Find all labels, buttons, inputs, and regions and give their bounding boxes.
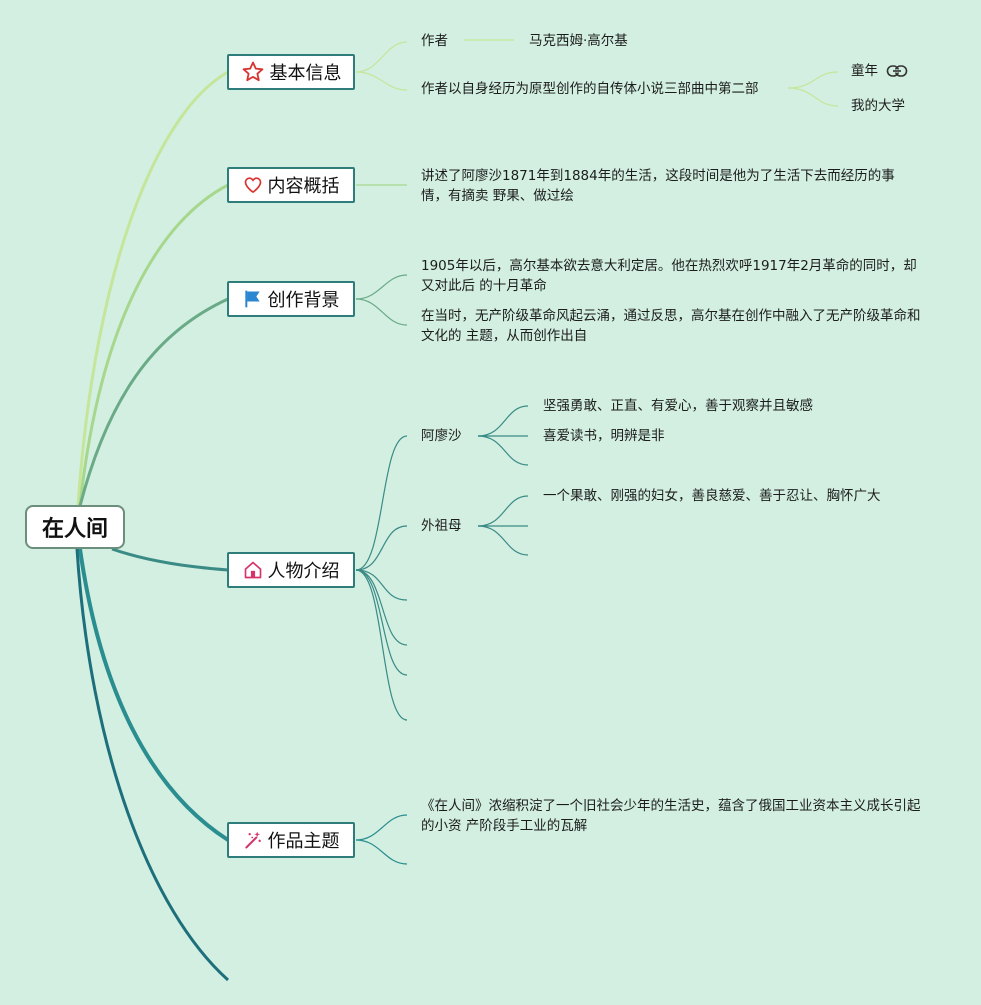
trilogy-item-university: 我的大学: [851, 98, 905, 114]
theme-text: 《在人间》浓缩积淀了一个旧社会少年的生活史，蕴含了俄国工业资本主义成长引起的小资…: [421, 798, 921, 834]
branch-theme: [78, 548, 230, 842]
summary-text: 讲述了阿廖沙1871年到1884年的生活，这段时间是他为了生活下去而经历的事情，…: [421, 168, 895, 204]
author-value: 马克西姆·高尔基: [529, 33, 628, 49]
branch-characters: [111, 547, 229, 572]
link-icon[interactable]: [886, 64, 908, 78]
star-icon: [242, 61, 263, 82]
home-icon: [244, 561, 261, 579]
character-grandma: 外祖母: [421, 518, 462, 534]
topic-label: 人物介绍: [267, 561, 340, 582]
branch-basic-info: [76, 70, 229, 507]
root-node[interactable]: 在人间: [25, 505, 125, 549]
sparkle-icon: [244, 831, 261, 849]
topic-label: 基本信息: [269, 63, 342, 84]
flag-icon: [244, 290, 260, 308]
topic-label: 创作背景: [267, 290, 340, 311]
branch-summary: [78, 183, 229, 507]
character-aliosha: 阿廖沙: [421, 428, 462, 444]
aliosha-trait: 喜爱读书，明辨是非: [543, 428, 665, 444]
topic-characters[interactable]: 人物介绍: [227, 552, 355, 588]
topic-label: 内容概括: [267, 176, 340, 197]
topic-theme[interactable]: 作品主题: [227, 822, 355, 858]
topic-background[interactable]: 创作背景: [227, 281, 355, 317]
background-text-1: 1905年以后，高尔基本欲去意大利定居。他在热烈欢呼1917年2月革命的同时，却…: [421, 258, 917, 294]
grandma-trait: 一个果敢、刚强的妇女，善良慈爱、善于忍让、胸怀广大: [543, 488, 881, 504]
author-label: 作者: [421, 33, 448, 49]
topic-basic-info[interactable]: 基本信息: [227, 54, 355, 90]
root-label: 在人间: [41, 517, 108, 542]
topic-label: 作品主题: [267, 831, 340, 852]
background-text-2: 在当时，无产阶级革命风起云涌，通过反思，高尔基在创作中融入了无产阶级革命和文化的…: [421, 308, 921, 344]
trilogy-item-childhood[interactable]: 童年: [851, 61, 908, 81]
trilogy-note: 作者以自身经历为原型创作的自传体小说三部曲中第二部: [421, 81, 759, 97]
branch-tail: [75, 548, 230, 982]
branch-background: [78, 297, 229, 507]
aliosha-trait: 坚强勇敢、正直、有爱心，善于观察并且敏感: [543, 398, 813, 414]
heart-icon: [244, 177, 261, 194]
topic-summary[interactable]: 内容概括: [227, 167, 355, 203]
